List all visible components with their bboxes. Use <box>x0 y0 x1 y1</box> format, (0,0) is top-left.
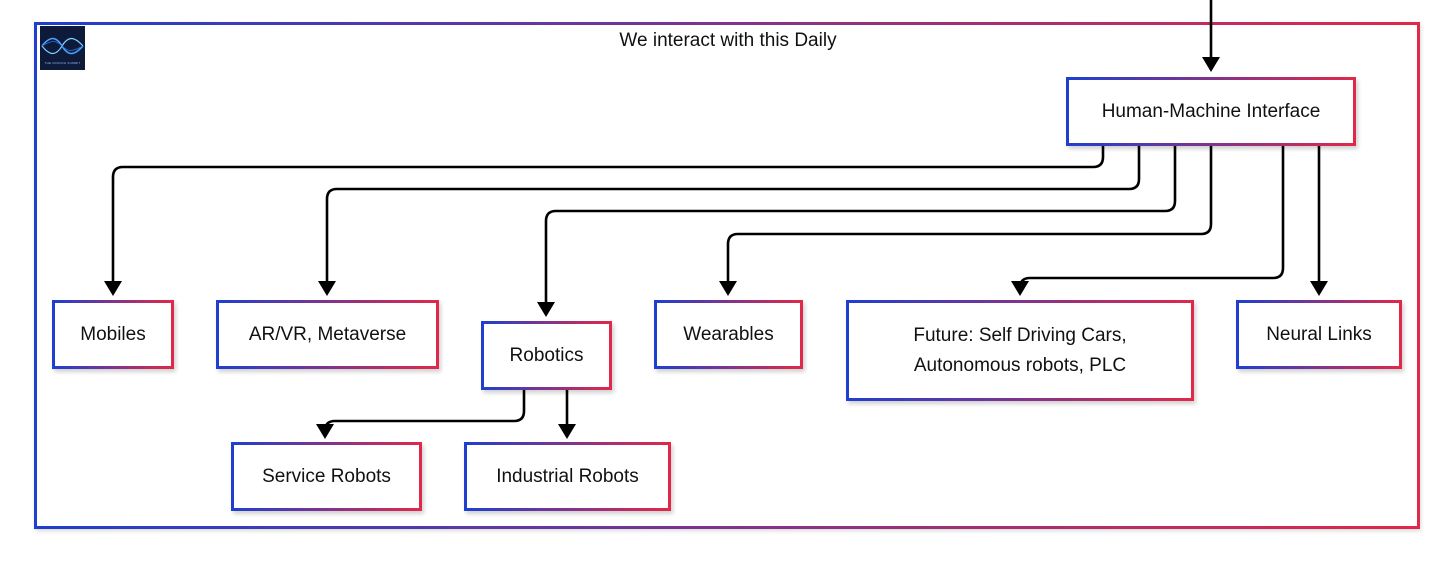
node-label: Industrial Robots <box>496 465 639 487</box>
edge-hmi-robotics <box>544 146 1177 303</box>
node-mobiles: Mobiles <box>52 300 174 369</box>
edge-hmi-wearables <box>726 146 1213 282</box>
node-label: AR/VR, Metaverse <box>248 323 407 345</box>
diagram-title: We interact with this Daily <box>619 30 837 51</box>
edge-hmi-arvr <box>325 146 1141 282</box>
wave-logo-icon <box>41 37 84 55</box>
node-robotics: Robotics <box>481 321 612 390</box>
node-human-machine-interface: Human-Machine Interface <box>1066 77 1356 146</box>
node-label: Human-Machine Interface <box>1101 100 1321 122</box>
logo: THE CRUNCH SUMMIT <box>40 26 85 70</box>
arrowhead-arvr <box>318 281 336 296</box>
node-label: Mobiles <box>80 323 146 345</box>
node-service-robots: Service Robots <box>231 442 422 511</box>
arrowhead-robotics <box>537 302 555 317</box>
node-future: Future: Self Driving Cars, Autonomous ro… <box>846 300 1194 401</box>
arrowhead-service <box>316 424 334 439</box>
arrowhead-future <box>1011 281 1029 296</box>
arrowhead-industrial <box>558 424 576 439</box>
node-label: Service Robots <box>262 465 391 487</box>
node-label: Wearables <box>683 323 774 345</box>
node-label: Robotics <box>509 344 584 366</box>
arrowhead-wearables <box>719 281 737 296</box>
node-neural-links: Neural Links <box>1236 300 1402 369</box>
node-label: Neural Links <box>1266 323 1372 345</box>
edge-robotics-service <box>323 389 526 432</box>
logo-text: THE CRUNCH SUMMIT <box>44 61 81 65</box>
arrowhead-mobiles <box>104 281 122 296</box>
edge-hmi-mobiles <box>111 146 1105 282</box>
node-label: Future: Self Driving Cars, Autonomous ro… <box>913 324 1127 376</box>
node-ar-vr-metaverse: AR/VR, Metaverse <box>216 300 439 369</box>
node-industrial-robots: Industrial Robots <box>464 442 671 511</box>
node-wearables: Wearables <box>654 300 803 369</box>
arrowhead-hmi <box>1202 57 1220 72</box>
arrowhead-neural <box>1310 281 1328 296</box>
